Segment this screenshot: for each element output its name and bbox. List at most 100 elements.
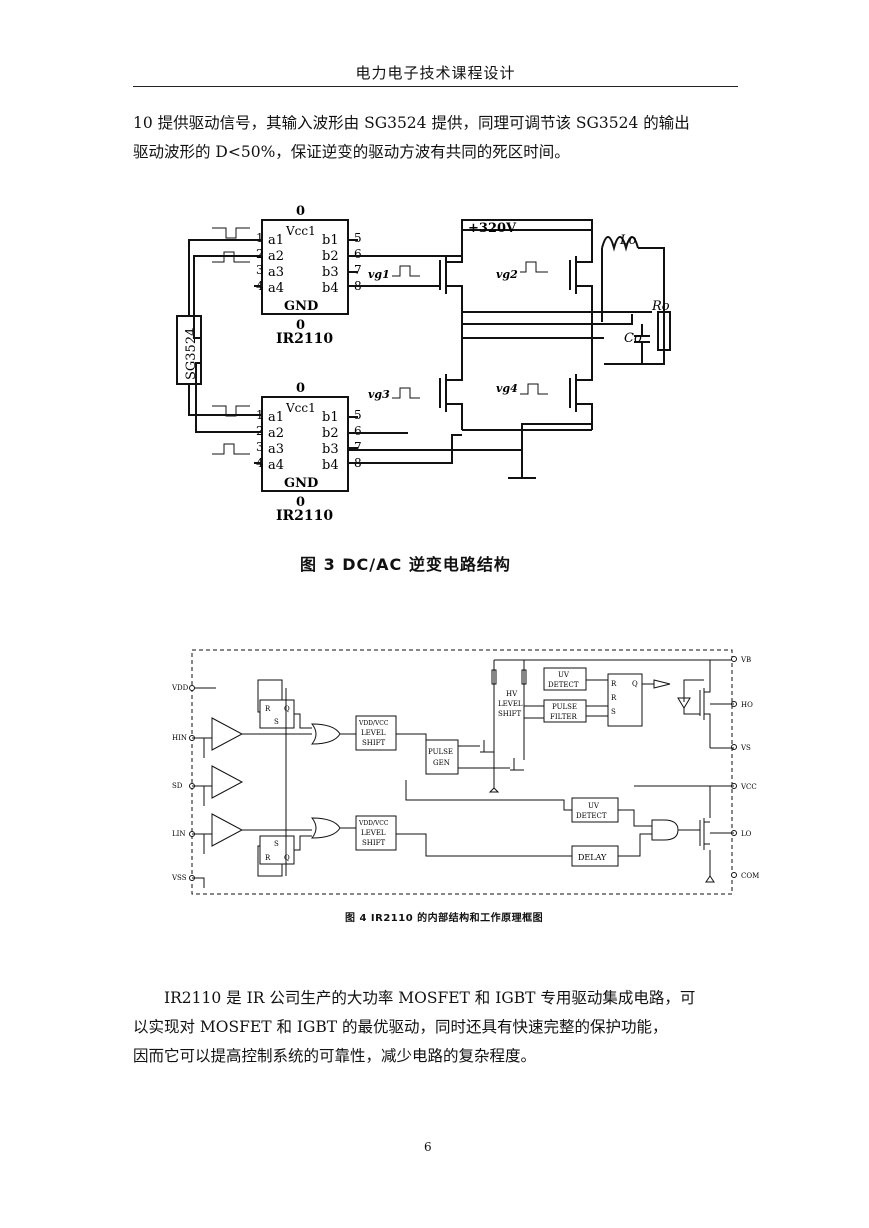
pin-sd: SD: [172, 782, 183, 790]
pin-a2: a2: [268, 249, 284, 264]
svg-text:VDD/VCC: VDD/VCC: [358, 720, 389, 727]
chip-gnd: GND: [284, 299, 318, 314]
svg-text:S: S: [611, 708, 616, 716]
pin-b2: b2: [322, 426, 339, 441]
pin-a4: a4: [268, 458, 284, 473]
pin-num-6: 6: [354, 247, 362, 261]
gate-label-vg4: vg4: [496, 382, 518, 395]
pin-lo: LO: [741, 830, 752, 838]
mosfet-q2: [569, 234, 593, 312]
svg-text:FILTER: FILTER: [550, 713, 577, 721]
level-shift-top: [355, 715, 397, 751]
pin-ho: HO: [741, 701, 753, 709]
svg-text:DELAY: DELAY: [578, 853, 607, 862]
paragraph-ir2110: IR2110 是 IR 公司生产的大功率 MOSFET 和 IGBT 专用驱动集…: [133, 984, 743, 1071]
pin-lin: LIN: [172, 830, 186, 838]
pin-num-5: 5: [354, 408, 362, 422]
pulse-filter: [543, 699, 587, 723]
svg-text:Q: Q: [632, 680, 638, 688]
chip-vcc: Vcc1: [285, 224, 316, 238]
chip-vcc: Vcc1: [285, 401, 316, 415]
svg-text:R: R: [611, 694, 617, 702]
voltage-label: +320V: [468, 221, 517, 236]
chip-bottom-pin: 0: [296, 318, 305, 333]
svg-text:SHIFT: SHIFT: [362, 839, 386, 847]
pin-a1: a1: [268, 410, 284, 425]
capacitor-label: Co: [624, 331, 642, 346]
chip-label: IR2110: [276, 331, 333, 347]
paragraph-line: 10 提供驱动信号，其输入波形由 SG3524 提供，同理可调节该 SG3524…: [133, 114, 690, 132]
svg-text:R: R: [265, 705, 271, 713]
pin-a1: a1: [268, 233, 284, 248]
paragraph-intro: 10 提供驱动信号，其输入波形由 SG3524 提供，同理可调节该 SG3524…: [133, 109, 743, 167]
pin-b2: b2: [322, 249, 339, 264]
chip-label: IR2110: [276, 508, 333, 524]
pin-num-3: 3: [256, 263, 264, 277]
pin-b1: b1: [322, 410, 339, 425]
figure-3-caption: 图 3 DC/AC 逆变电路结构: [300, 555, 511, 574]
pin-vss: VSS: [171, 874, 187, 882]
svg-text:LEVEL: LEVEL: [498, 700, 523, 708]
pin-b4: b4: [322, 281, 339, 296]
svg-text:S: S: [274, 840, 279, 848]
level-shift-bottom: [355, 815, 397, 851]
pin-vb: VB: [740, 656, 751, 664]
svg-text:GEN: GEN: [433, 759, 450, 767]
paragraph-line: 因而它可以提高控制系统的可靠性，减少电路的复杂程度。: [133, 1047, 537, 1065]
pin-vdd: VDD: [171, 684, 189, 692]
svg-text:SHIFT: SHIFT: [362, 739, 386, 747]
pin-a2: a2: [268, 426, 284, 441]
figure-4-caption: 图 4 IR2110 的内部结构和工作原理框图: [345, 913, 544, 924]
svg-text:S: S: [274, 718, 279, 726]
svg-text:LEVEL: LEVEL: [361, 729, 386, 737]
svg-text:HV: HV: [506, 690, 518, 698]
pin-b4: b4: [322, 458, 339, 473]
uv-detect-top: [543, 667, 587, 691]
inductor-label: Lo: [619, 233, 637, 248]
paragraph-line: 以实现对 MOSFET 和 IGBT 的最优驱动，同时还具有快速完整的保护功能，: [133, 1018, 668, 1036]
pin-num-3: 3: [256, 440, 264, 454]
resistor-ro: [657, 311, 671, 351]
gate-label-vg1: vg1: [368, 268, 390, 281]
pin-num-6: 6: [354, 424, 362, 438]
gate-label-vg2: vg2: [496, 268, 518, 281]
svg-text:R: R: [611, 680, 617, 688]
pin-num-1: 1: [256, 231, 264, 245]
svg-text:VDD/VCC: VDD/VCC: [358, 820, 389, 827]
page-number: 6: [424, 1140, 432, 1154]
svg-text:R: R: [265, 854, 271, 862]
ir2110-chip-bottom: [261, 396, 349, 492]
pin-num-5: 5: [354, 231, 362, 245]
pin-vs: VS: [740, 744, 751, 752]
pin-com: COM: [741, 872, 759, 880]
svg-text:Q: Q: [284, 705, 290, 713]
mosfet-q4: [569, 312, 593, 430]
pin-a3: a3: [268, 442, 284, 457]
figure-dc-ac-inverter: 0 0 IR2110 Vcc1 GND a1 a2 a3 a4 b1 b2 b3…: [176, 204, 671, 524]
svg-text:UV: UV: [588, 802, 600, 810]
svg-text:PULSE: PULSE: [428, 748, 453, 756]
chip-top-pin: 0: [296, 204, 305, 219]
svg-text:SHIFT: SHIFT: [498, 710, 522, 718]
pin-num-7: 7: [354, 263, 362, 277]
header-rule: [133, 86, 738, 87]
page-header: 电力电子技术课程设计: [355, 64, 516, 82]
mosfet-q1: [439, 238, 463, 312]
chip-gnd: GND: [284, 476, 318, 491]
pin-b1: b1: [322, 233, 339, 248]
pin-a4: a4: [268, 281, 284, 296]
pin-b3: b3: [322, 442, 339, 457]
svg-text:DETECT: DETECT: [576, 812, 607, 820]
figure-ir2110-block-diagram: VDD HIN SD LIN VSS VB HO VS VCC LO COM R…: [171, 649, 759, 895]
pulse-gen-block: [425, 739, 459, 775]
pin-vcc: VCC: [740, 783, 757, 791]
chip-boundary: [191, 649, 733, 895]
pin-hin: HIN: [172, 734, 187, 742]
svg-text:LEVEL: LEVEL: [361, 829, 386, 837]
chip-bottom-pin: 0: [296, 495, 305, 510]
svg-text:PULSE: PULSE: [552, 703, 577, 711]
ir2110-chip-top: [261, 219, 349, 315]
chip-top-pin: 0: [296, 381, 305, 396]
svg-text:Q: Q: [284, 854, 290, 862]
resistor-label: Ro: [651, 299, 670, 314]
